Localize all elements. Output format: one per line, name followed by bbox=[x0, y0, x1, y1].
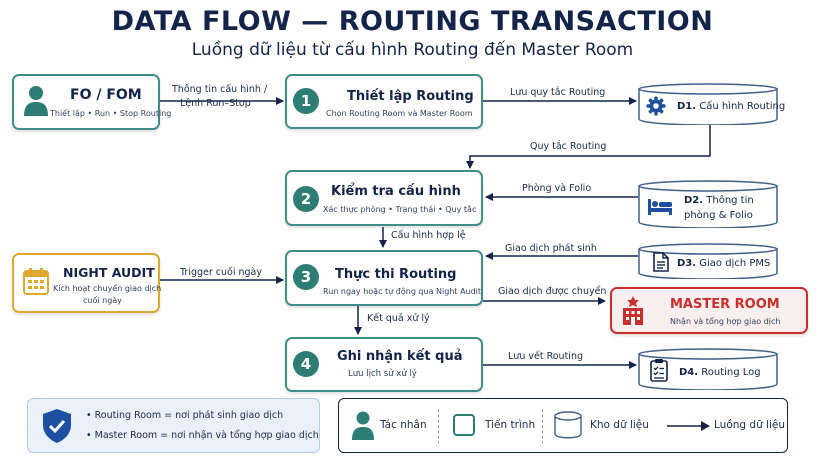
legend-divider-1 bbox=[438, 409, 440, 444]
datastore-d3-label: D3. Giao dịch PMS bbox=[677, 258, 770, 269]
datastore-d3-shape bbox=[638, 243, 778, 279]
datastore-d1-label: D1. Cấu hình Routing bbox=[677, 101, 785, 112]
datastore-d2-shape bbox=[638, 180, 778, 228]
datastore-d2-label-1: D2. Thông tin bbox=[684, 195, 754, 206]
flow-label-na-p3: Trigger cuối ngày bbox=[180, 267, 262, 278]
actor-night-audit-sub1: Kích hoạt chuyển giao dịch bbox=[53, 284, 162, 293]
note-box: • Routing Room = nơi phát sinh giao dịch… bbox=[27, 398, 320, 453]
legend-flow-arrow bbox=[667, 421, 710, 431]
actor-night-audit-title: NIGHT AUDIT bbox=[63, 265, 155, 280]
datastore-d4-id: D4. bbox=[679, 367, 699, 378]
actor-night-audit-sub2: cuối ngày bbox=[83, 296, 122, 305]
process-4-number: 4 bbox=[293, 351, 319, 377]
actor-fo-title: FO / FOM bbox=[70, 87, 142, 103]
flow-label-p3-p4: Kết quả xử lý bbox=[367, 313, 430, 324]
actor-fo-sub: Thiết lập • Run • Stop Routing bbox=[50, 109, 172, 118]
note-line-1: • Routing Room = nơi phát sinh giao dịch bbox=[86, 410, 284, 421]
legend-store-label: Kho dữ liệu bbox=[590, 419, 649, 431]
legend-store-icon bbox=[554, 411, 582, 439]
process-1-title: Thiết lập Routing bbox=[347, 89, 474, 104]
process-4-sub: Lưu lịch sử xử lý bbox=[348, 369, 417, 379]
datastore-d4-label: D4. Routing Log bbox=[679, 367, 761, 378]
datastore-d2-name-2: phòng & Folio bbox=[684, 210, 753, 221]
datastore-d3-id: D3. bbox=[677, 258, 697, 269]
diagram-title: DATA FLOW — ROUTING TRANSACTION bbox=[111, 6, 714, 37]
flow-label-p2-p3: Cấu hình hợp lệ bbox=[391, 230, 466, 241]
actor-fo-fom: FO / FOM Thiết lập • Run • Stop Routing bbox=[12, 74, 171, 130]
process-2-number: 2 bbox=[293, 186, 319, 212]
diagram-subtitle: Luồng dữ liệu từ cấu hình Routing đến Ma… bbox=[191, 40, 634, 60]
arrow-d1-p2 bbox=[466, 124, 711, 169]
datastore-d1: D1. Cấu hình Routing bbox=[638, 83, 785, 125]
clipboard-icon bbox=[650, 359, 668, 382]
actor-master-room-title: MASTER ROOM bbox=[670, 297, 780, 312]
process-2: 2 Kiểm tra cấu hình Xác thực phòng • Trạ… bbox=[285, 170, 483, 226]
process-1: 1 Thiết lập Routing Chọn Routing Room và… bbox=[285, 74, 483, 129]
process-4-title: Ghi nhận kết quả bbox=[337, 349, 463, 364]
process-1-sub: Chọn Routing Room và Master Room bbox=[326, 109, 473, 118]
process-3: 3 Thực thi Routing Run ngay hoặc tự động… bbox=[285, 250, 483, 306]
actor-master-room-sub: Nhận và tổng hợp giao dịch bbox=[670, 317, 781, 326]
process-3-title: Thực thi Routing bbox=[335, 267, 457, 282]
flow-label-fo-p1-1: Thông tin cấu hình / bbox=[172, 84, 268, 95]
document-icon bbox=[653, 252, 669, 272]
legend-box: Tác nhân Tiến trình Kho dữ liệu Luồng dữ… bbox=[338, 398, 788, 453]
datastore-d2-name-1: Thông tin bbox=[706, 195, 754, 206]
process-3-sub: Run ngay hoặc tự động qua Night Audit bbox=[323, 287, 482, 296]
flow-label-p1-d1: Lưu quy tắc Routing bbox=[510, 87, 606, 98]
legend-actor-icon bbox=[352, 411, 374, 440]
process-3-number: 3 bbox=[293, 264, 319, 290]
process-2-title: Kiểm tra cấu hình bbox=[331, 184, 461, 199]
flow-label-p3-master: Giao dịch được chuyển bbox=[498, 286, 607, 297]
legend-flow-label: Luồng dữ liệu bbox=[714, 419, 786, 431]
actor-night-audit: NIGHT AUDIT Kích hoạt chuyển giao dịch c… bbox=[12, 253, 162, 313]
process-2-sub: Xác thực phòng • Trạng thái • Quy tắc bbox=[323, 205, 477, 214]
datastore-d4: D4. Routing Log bbox=[638, 348, 778, 390]
gear-icon bbox=[646, 96, 666, 116]
bed-icon bbox=[648, 199, 672, 215]
datastore-d2-id: D2. bbox=[684, 195, 704, 206]
note-line-2: • Master Room = nơi nhận và tổng hợp gia… bbox=[86, 430, 319, 441]
flow-label-d1-p2: Quy tắc Routing bbox=[530, 141, 607, 152]
flow-label-p4-d4: Lưu vết Routing bbox=[508, 351, 583, 362]
flow-label-d3-p3: Giao dịch phát sinh bbox=[505, 243, 597, 254]
note-line-1-text: Routing Room = nơi phát sinh giao dịch bbox=[94, 410, 284, 421]
datastore-d4-name: Routing Log bbox=[701, 367, 761, 378]
legend-actor-label: Tác nhân bbox=[380, 419, 427, 431]
actor-master-room: MASTER ROOM Nhận và tổng hợp giao dịch bbox=[610, 287, 808, 334]
datastore-d3-name: Giao dịch PMS bbox=[699, 258, 771, 269]
process-4: 4 Ghi nhận kết quả Lưu lịch sử xử lý bbox=[285, 337, 483, 392]
person-icon bbox=[24, 86, 48, 116]
datastore-d1-id: D1. bbox=[677, 101, 697, 112]
flow-label-d2-p2: Phòng và Folio bbox=[522, 183, 592, 194]
legend-divider-2 bbox=[542, 409, 544, 444]
datastore-d1-name: Cấu hình Routing bbox=[699, 101, 786, 112]
datastore-d4-shape bbox=[638, 348, 778, 390]
datastore-d3: D3. Giao dịch PMS bbox=[638, 243, 778, 279]
shield-check-icon bbox=[43, 409, 71, 443]
legend-process-label: Tiến trình bbox=[485, 419, 536, 431]
legend-process-swatch bbox=[453, 414, 475, 436]
datastore-d1-shape bbox=[638, 83, 778, 125]
process-1-number: 1 bbox=[293, 88, 319, 114]
note-line-2-text: Master Room = nơi nhận và tổng hợp giao … bbox=[94, 430, 319, 441]
calendar-icon bbox=[23, 268, 49, 295]
datastore-d2: D2. Thông tin phòng & Folio bbox=[638, 180, 778, 228]
flow-label-fo-p1-2: Lệnh Run–Stop bbox=[180, 98, 251, 109]
building-icon bbox=[623, 296, 643, 325]
